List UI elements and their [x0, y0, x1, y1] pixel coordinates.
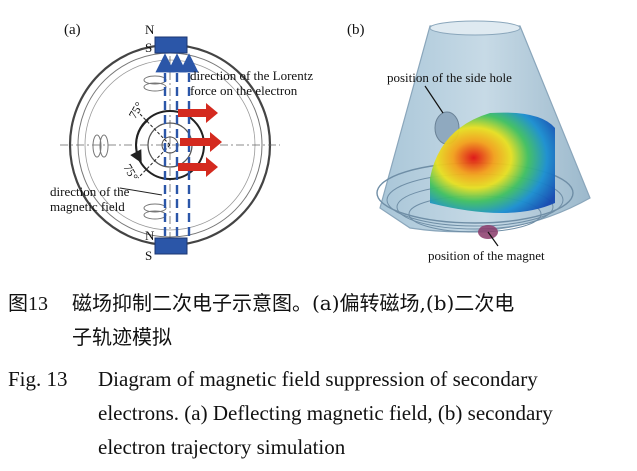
panel-b-label: (b)	[347, 22, 365, 38]
caption-en-line1: Diagram of magnetic field suppression of…	[98, 367, 538, 391]
pole-bottom-s: S	[145, 248, 153, 263]
field-annotation: direction of the magnetic field	[50, 184, 130, 214]
panel-b-simulation	[376, 20, 591, 247]
pole-bottom-n: N	[145, 228, 155, 243]
magnet-bottom	[154, 237, 188, 255]
caption-en-line3: electron trajectory simulation	[98, 435, 346, 459]
caption-english: Fig. 13 Diagram of magnetic field suppre…	[8, 362, 628, 464]
pole-top-n: N	[145, 22, 155, 37]
panel-a-label: (a)	[64, 22, 81, 38]
caption-en-line2: electrons. (a) Deflecting magnetic field…	[98, 401, 553, 425]
magnet-annotation: position of the magnet	[428, 248, 545, 263]
caption-en-number: Fig. 13	[8, 367, 68, 391]
lorentz-force-arrows	[178, 103, 222, 177]
caption-cn-number: 图13	[8, 293, 48, 315]
caption-chinese: 图13 磁场抑制二次电子示意图。(a)偏转磁场,(b)二次电 子轨迹模拟	[8, 287, 628, 354]
caption-cn-line1: 磁场抑制二次电子示意图。(a)偏转磁场,(b)二次电	[72, 291, 515, 315]
lorentz-annotation: direction of the Lorentz force on the el…	[190, 68, 314, 98]
figure: (a)	[50, 20, 591, 263]
magnet-top	[154, 36, 188, 54]
caption-cn-line2: 子轨迹模拟	[72, 325, 172, 349]
pole-top-s: S	[145, 40, 153, 55]
side-hole-annotation: position of the side hole	[387, 70, 512, 85]
panel-a-diagram	[60, 36, 280, 255]
